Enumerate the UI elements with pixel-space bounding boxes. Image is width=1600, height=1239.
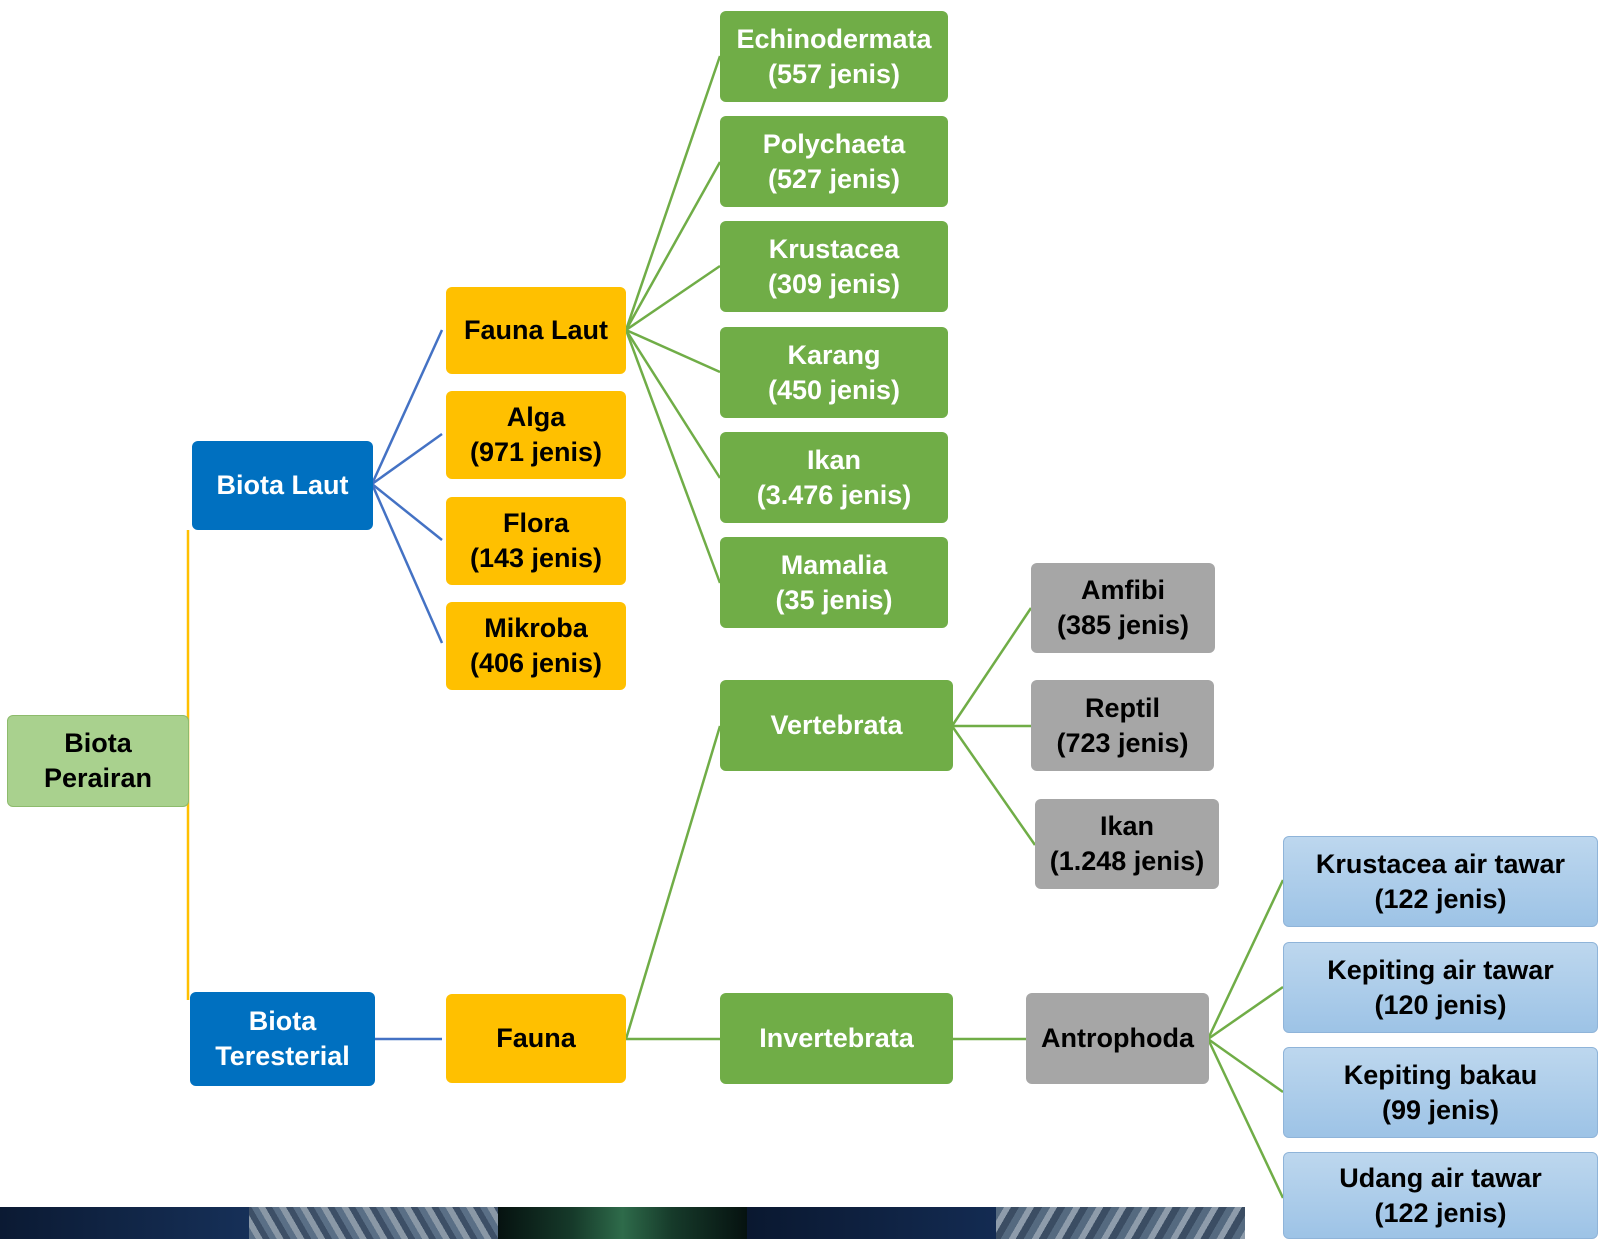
node-count: (385 jenis) xyxy=(1056,610,1190,640)
node-count: (3.476 jenis) xyxy=(756,479,912,510)
node-krustacea-air-tawar: Krustacea air tawar (122 jenis) xyxy=(1283,836,1598,927)
node-biota-perairan: Biota Perairan xyxy=(7,715,189,807)
node-label: Ikan xyxy=(1099,811,1155,841)
node-label: Vertebrata xyxy=(770,710,903,740)
node-label: Kepiting air tawar xyxy=(1327,954,1554,985)
node-fauna-laut: Fauna Laut xyxy=(446,287,626,374)
photo-reef xyxy=(249,1207,498,1239)
node-label: Perairan xyxy=(43,763,153,793)
photo-reef xyxy=(996,1207,1245,1239)
node-count: (557 jenis) xyxy=(767,58,901,89)
node-invertebrata: Invertebrata xyxy=(720,993,953,1084)
node-label: Biota xyxy=(64,728,132,758)
node-count: (120 jenis) xyxy=(1374,989,1507,1020)
node-count: (122 jenis) xyxy=(1374,1197,1507,1228)
node-label: Ikan xyxy=(806,444,862,475)
node-label: Kepiting bakau xyxy=(1343,1059,1538,1090)
node-udang-air-tawar: Udang air tawar (122 jenis) xyxy=(1283,1152,1598,1239)
node-flora: Flora (143 jenis) xyxy=(446,497,626,585)
node-label: Krustacea xyxy=(768,233,900,264)
node-count: (406 jenis) xyxy=(469,648,603,678)
node-amfibi: Amfibi (385 jenis) xyxy=(1031,563,1215,653)
node-label: Alga xyxy=(506,402,566,432)
node-count: (35 jenis) xyxy=(775,584,893,615)
node-ikan-darat: Ikan (1.248 jenis) xyxy=(1035,799,1219,889)
node-count: (122 jenis) xyxy=(1374,883,1507,914)
node-count: (99 jenis) xyxy=(1381,1094,1500,1125)
photo-anemone xyxy=(498,1207,747,1239)
node-label: Mikroba xyxy=(484,613,588,643)
node-label: Karang xyxy=(787,339,881,370)
node-kepiting-bakau: Kepiting bakau (99 jenis) xyxy=(1283,1047,1598,1138)
node-count: (971 jenis) xyxy=(469,437,603,467)
node-label: Biota xyxy=(248,1006,317,1036)
node-label: Fauna xyxy=(496,1023,576,1053)
node-vertebrata: Vertebrata xyxy=(720,680,953,771)
connector-antrophoda xyxy=(1206,879,1285,1199)
node-label: Echinodermata xyxy=(736,23,932,54)
node-label: Teresterial xyxy=(215,1041,350,1071)
node-biota-laut: Biota Laut xyxy=(192,441,373,530)
node-label: Reptil xyxy=(1084,692,1160,723)
connector-fauna xyxy=(624,725,722,1041)
node-count: (143 jenis) xyxy=(469,543,603,573)
node-count: (527 jenis) xyxy=(767,163,901,194)
node-label: Mamalia xyxy=(780,549,888,580)
node-label: Antrophoda xyxy=(1041,1023,1194,1053)
node-label: Flora xyxy=(502,508,569,538)
node-mamalia: Mamalia (35 jenis) xyxy=(720,537,948,628)
node-count: (723 jenis) xyxy=(1056,727,1189,758)
node-mikroba: Mikroba (406 jenis) xyxy=(446,602,626,690)
node-count: (309 jenis) xyxy=(767,268,901,299)
node-label: Polychaeta xyxy=(762,128,906,159)
node-polychaeta: Polychaeta (527 jenis) xyxy=(720,116,948,207)
node-ikan-laut: Ikan (3.476 jenis) xyxy=(720,432,948,523)
node-kepiting-air-tawar: Kepiting air tawar (120 jenis) xyxy=(1283,942,1598,1033)
node-karang: Karang (450 jenis) xyxy=(720,327,948,418)
node-biota-teresterial: Biota Teresterial xyxy=(190,992,375,1086)
node-label: Udang air tawar xyxy=(1339,1162,1542,1193)
node-fauna: Fauna xyxy=(446,994,626,1083)
node-krustacea: Krustacea (309 jenis) xyxy=(720,221,948,312)
connector-fauna-laut xyxy=(624,55,722,584)
underwater-photo-strip xyxy=(0,1207,1245,1239)
node-label: Biota Laut xyxy=(216,470,349,500)
node-reptil: Reptil (723 jenis) xyxy=(1031,680,1214,771)
node-count: (450 jenis) xyxy=(767,374,901,405)
node-label: Fauna Laut xyxy=(463,315,608,345)
node-count: (1.248 jenis) xyxy=(1049,846,1205,876)
node-label: Invertebrata xyxy=(759,1023,914,1053)
node-antrophoda: Antrophoda xyxy=(1026,993,1209,1084)
node-label: Amfibi xyxy=(1081,575,1165,605)
photo-deep-water xyxy=(0,1207,249,1239)
connector-vertebrata xyxy=(950,607,1037,846)
photo-deep-water xyxy=(747,1207,996,1239)
node-alga: Alga (971 jenis) xyxy=(446,391,626,479)
connector-biota-laut xyxy=(370,329,444,1041)
node-echinodermata: Echinodermata (557 jenis) xyxy=(720,11,948,102)
node-label: Krustacea air tawar xyxy=(1315,848,1566,879)
